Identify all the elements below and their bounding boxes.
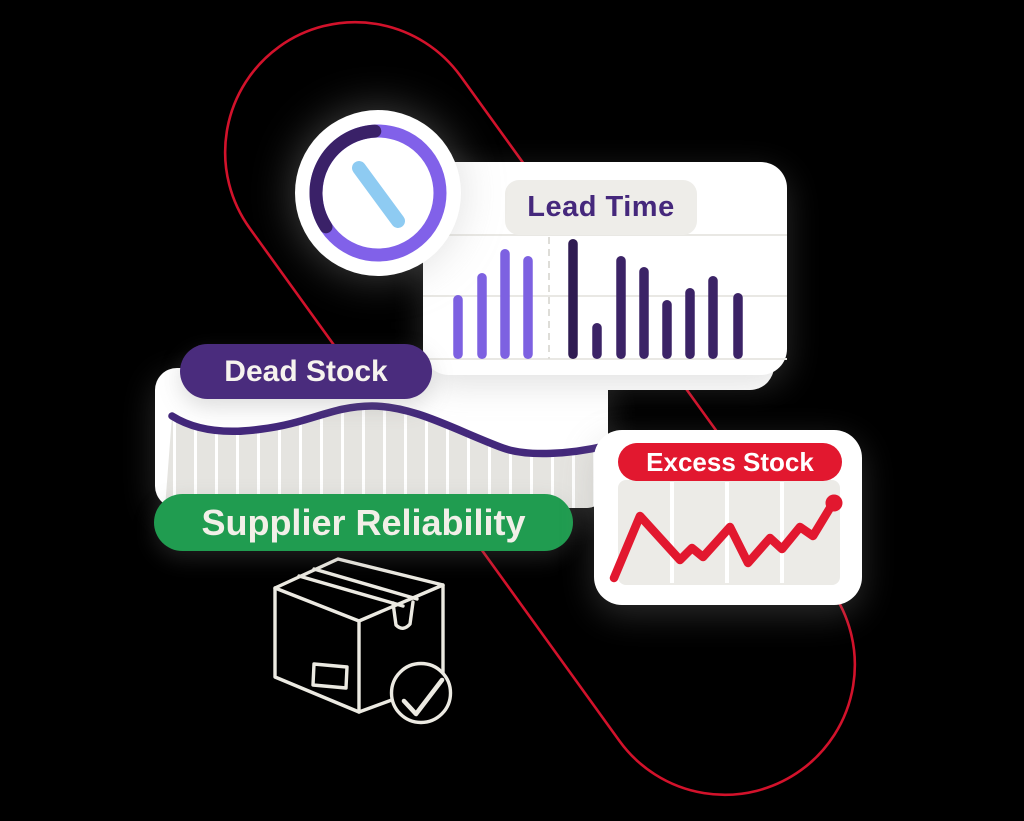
excess-stock-chart-card: Excess Stock bbox=[594, 430, 862, 605]
lead-time-bar-chart bbox=[423, 234, 787, 360]
dead-stock-badge: Dead Stock bbox=[180, 344, 432, 399]
dead-stock-area-chart bbox=[165, 402, 608, 508]
excess-stock-badge: Excess Stock bbox=[618, 443, 842, 481]
excess-stock-label: Excess Stock bbox=[646, 446, 814, 477]
check-mark-icon bbox=[401, 677, 445, 717]
supplier-reliability-badge: Supplier Reliability bbox=[154, 494, 573, 551]
clock-hand bbox=[352, 161, 405, 228]
supplier-reliability-label: Supplier Reliability bbox=[201, 501, 526, 543]
clock-gauge-icon bbox=[295, 110, 461, 276]
box-label bbox=[311, 662, 349, 690]
box-tape-lines bbox=[297, 567, 419, 608]
dead-stock-label: Dead Stock bbox=[224, 354, 388, 388]
package-check-icon bbox=[273, 557, 453, 725]
box-tape-flap bbox=[391, 600, 415, 630]
wave-area-fill bbox=[165, 406, 605, 508]
lead-time-label: Lead Time bbox=[527, 191, 675, 223]
wave-line bbox=[168, 402, 608, 458]
check-circle bbox=[389, 661, 453, 725]
lead-time-tab: Lead Time bbox=[505, 180, 697, 235]
clock-ring-dark-arc bbox=[309, 124, 382, 234]
lead-time-chart-card: Lead Time bbox=[423, 162, 787, 375]
excess-stock-line-chart bbox=[609, 482, 843, 583]
